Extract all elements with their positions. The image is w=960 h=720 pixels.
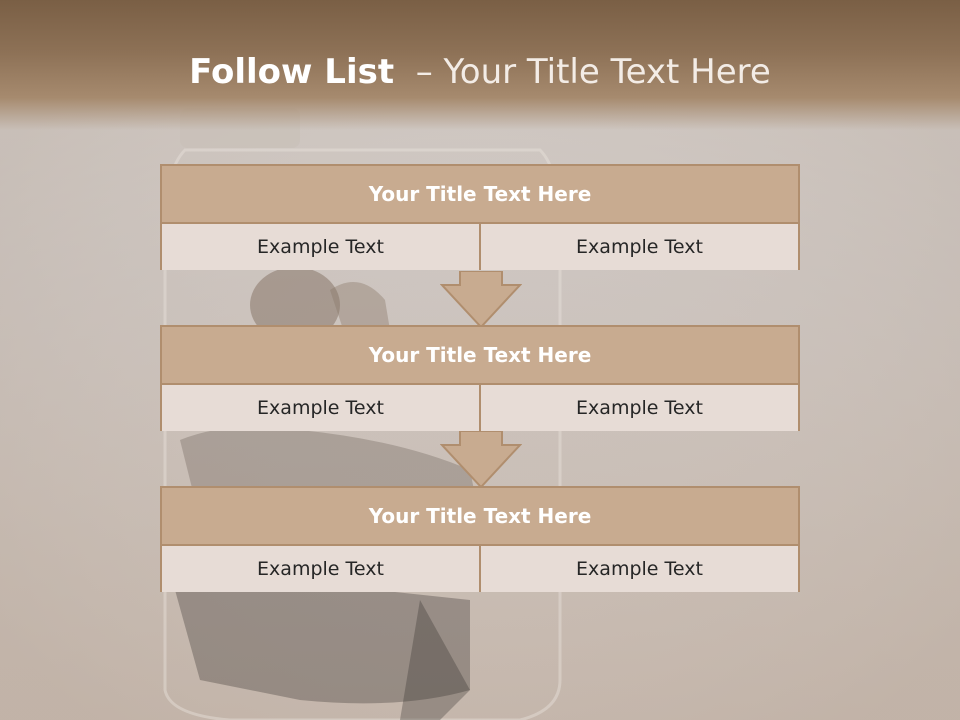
- slide-title-main: Follow List: [189, 52, 395, 92]
- down-arrow-icon: [440, 431, 522, 489]
- block-title: Your Title Text Here: [368, 182, 592, 206]
- block-cell-left: Example Text: [162, 224, 479, 270]
- list-block-2: Your Title Text Here Example Text Exampl…: [160, 325, 800, 431]
- list-block-3: Your Title Text Here Example Text Exampl…: [160, 486, 800, 592]
- block-cell-left: Example Text: [162, 385, 479, 431]
- block-title: Your Title Text Here: [368, 343, 592, 367]
- block-cells: Example Text Example Text: [162, 222, 798, 270]
- header-band: [0, 0, 960, 130]
- slide-title-subtitle: – Your Title Text Here: [415, 52, 771, 92]
- slide-title: Follow List – Your Title Text Here: [0, 52, 960, 92]
- block-cell-right: Example Text: [479, 224, 798, 270]
- block-title: Your Title Text Here: [368, 504, 592, 528]
- block-cell-right: Example Text: [479, 385, 798, 431]
- block-cell-right: Example Text: [479, 546, 798, 592]
- down-arrow-icon: [440, 271, 522, 329]
- list-block-1: Your Title Text Here Example Text Exampl…: [160, 164, 800, 270]
- block-cell-left: Example Text: [162, 546, 479, 592]
- block-cells: Example Text Example Text: [162, 544, 798, 592]
- block-cells: Example Text Example Text: [162, 383, 798, 431]
